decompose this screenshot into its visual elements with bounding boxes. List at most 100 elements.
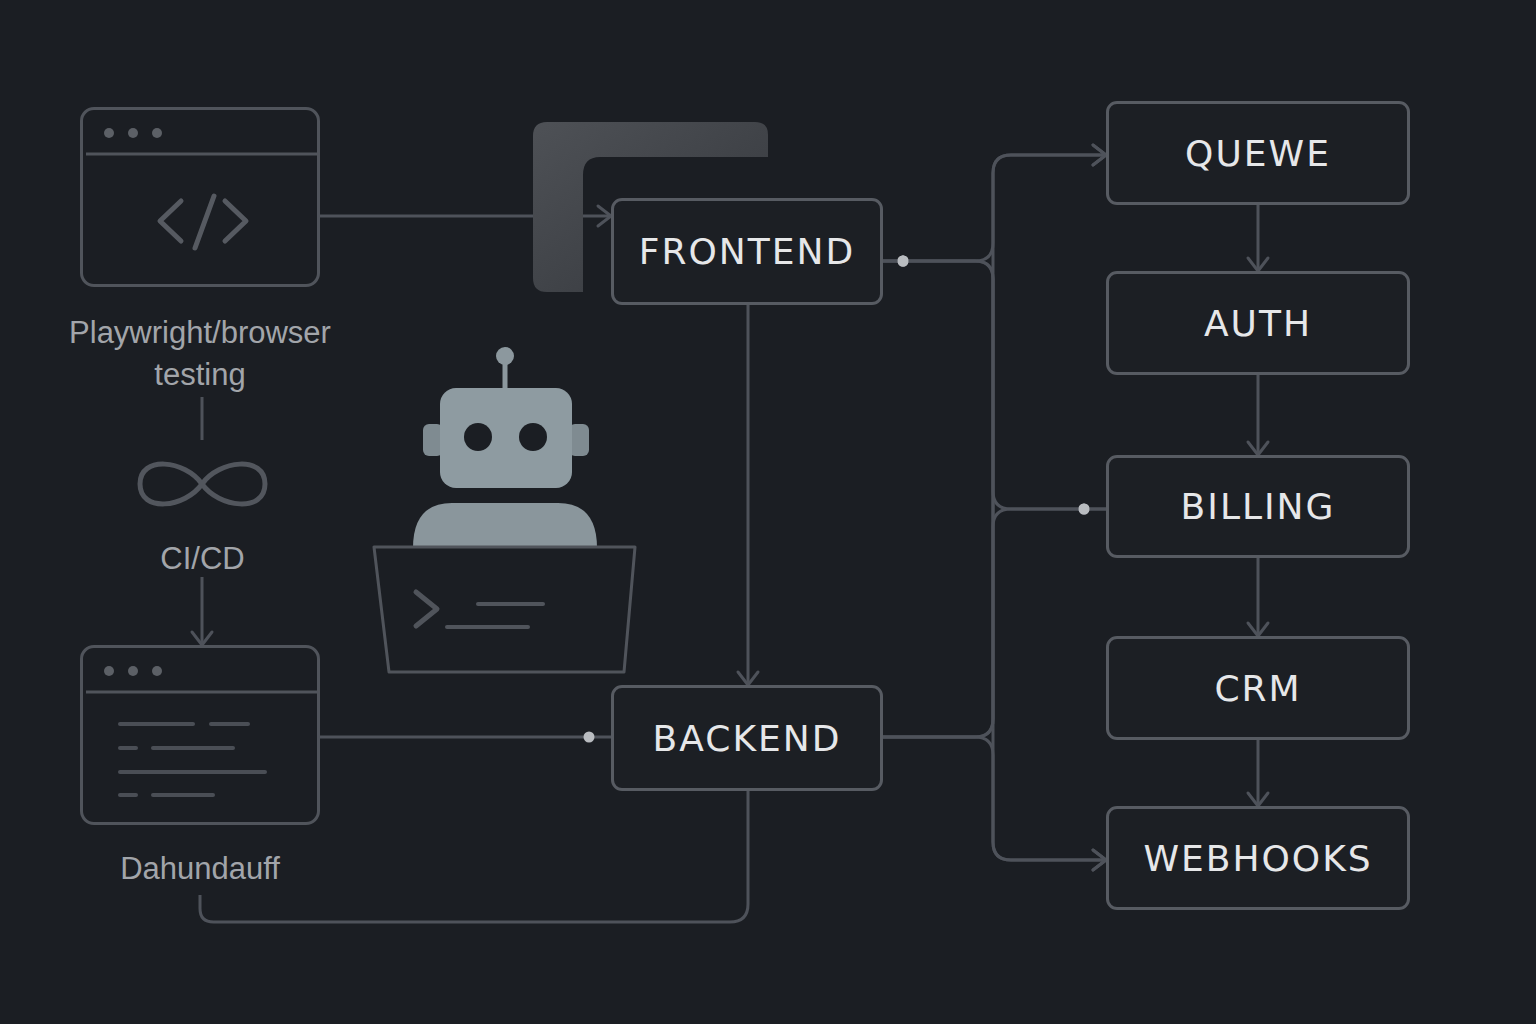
arrow-head [192,632,212,645]
box-label: BACKEND [653,718,842,759]
connector [200,791,748,922]
laptop-screen [374,547,635,672]
connector [1248,205,1268,271]
title-bar-line [86,691,320,694]
arrow-head [1093,145,1106,165]
connector [202,397,203,440]
terminal-line [478,602,543,606]
connector [883,504,1106,738]
code-slash [195,196,214,248]
connector-dot [898,256,909,267]
service-box: WEBHOOKS [1106,806,1410,910]
arrow-head [1248,793,1268,806]
window-frame [80,107,320,287]
robot-antenna [503,358,508,390]
robot-ear [569,424,589,456]
robot-eye [464,423,492,451]
connector [883,256,1106,871]
connector-line [883,155,1106,261]
infinity-path [140,464,265,504]
service-box: CRM [1106,636,1410,740]
robot-illustration [374,347,635,672]
connector-line [1257,375,1260,455]
box-label: FRONTEND [639,231,855,272]
arrow-head [1248,258,1268,271]
browser-window-icon [83,648,323,828]
connector-line [320,215,611,218]
service-box: QUEWE [1106,101,1410,205]
log-line [153,746,233,750]
connector-dot [1079,504,1090,515]
box-label: CRM [1214,668,1301,709]
connector [883,145,1106,737]
service-box: BILLING [1106,455,1410,558]
arrow-head [1093,850,1106,870]
cicd-loop-symbol [135,440,270,528]
connector-line [201,577,204,645]
connector [738,305,758,685]
connector [320,206,611,226]
window-dot [128,666,138,676]
window-dot [104,666,114,676]
connector [1248,558,1268,636]
terminal-prompt [416,592,437,626]
icon-caption: Dahundauff [50,848,350,890]
log-line [120,746,136,750]
arrow-head [1248,623,1268,636]
connector-line [1257,740,1260,806]
connector-dot [1079,504,1090,515]
box-label: WEBHOOKS [1143,838,1372,879]
window-dot [104,128,114,138]
icon-caption: Playwright/browser testing [20,312,380,396]
arrow-head [1093,145,1106,165]
robot-eye [519,423,547,451]
log-line [120,770,265,774]
connector-line [1257,205,1260,271]
browser-window-node: Dahundauff [80,645,320,895]
arrow-head [598,206,611,226]
log-line [153,793,213,797]
browser-window-node: Playwright/browser testing [80,107,320,397]
window-dot [128,128,138,138]
connector-line [883,737,1106,860]
connector-line [200,791,748,922]
connector [1248,740,1268,806]
connector [883,737,1106,870]
service-box: AUTH [1106,271,1410,375]
robot-ear [423,424,443,456]
browser-window-icon [83,110,323,290]
connector-line [883,509,1106,737]
connector-line [201,397,204,440]
connector-dot [898,256,909,267]
connector-line [320,736,611,739]
log-line [120,793,136,797]
window-frame [80,645,320,825]
connector-line [747,305,750,685]
connector [883,145,1106,267]
title-bar-line [86,153,320,156]
icon-caption: CI/CD [95,538,310,580]
connector-line [883,261,1106,860]
connector-line [883,261,1106,509]
box-label: BILLING [1181,486,1336,527]
connector [1248,375,1268,455]
window-dot [152,128,162,138]
arrow-head [1093,850,1106,870]
code-bracket [225,201,246,241]
robot-antenna-ball [496,347,514,365]
service-box: BACKEND [611,685,883,791]
connector-dot [584,732,595,743]
terminal-line [447,625,528,629]
box-label: QUEWE [1185,133,1331,174]
log-line [120,722,193,726]
box-label: AUTH [1204,303,1312,344]
log-line [211,722,248,726]
connector-dot [898,256,909,267]
arrow-head [738,672,758,685]
window-dot [152,666,162,676]
code-bracket [160,201,181,241]
arrow-head [1248,442,1268,455]
service-box: FRONTEND [611,198,883,305]
connector [883,256,1106,515]
